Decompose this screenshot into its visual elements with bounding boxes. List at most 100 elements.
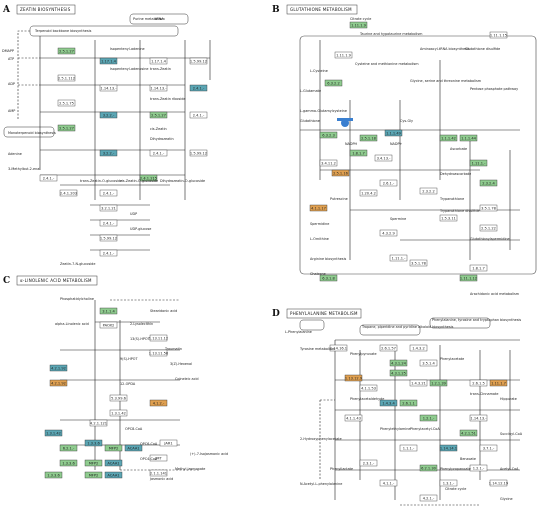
panel-title-c: α-LINOLENIC ACID METABOLISM: [20, 278, 92, 283]
enzyme-box-fill: [189, 57, 208, 65]
compound-label-a-17: Dihydrozeatin-O-glucoside: [160, 179, 205, 183]
enzyme-ec-label: 4.2.1.-: [423, 497, 435, 501]
enzyme-ec-label: 1.2.1.-: [473, 467, 485, 471]
enzyme-box-fill: [409, 379, 428, 387]
enzyme-box-c-9: 4.2.1.121: [89, 419, 108, 427]
enzyme-box-fill: [469, 379, 488, 387]
compound-label-b-15: Glutathionylspermidine: [470, 237, 510, 241]
enzyme-box-a-23: 2.4.1.215: [139, 174, 158, 182]
enzyme-box-b-10: 1.1.1.42: [439, 134, 458, 142]
compound-label-b-20: Cysteine and methionine metabolism: [355, 62, 419, 66]
compound-label-b-23: Glycine, serine and threonine metabolism: [410, 79, 482, 83]
d-tyrosine-pathway-box: [299, 319, 325, 331]
enzyme-box-c-3: 1.13.11.58: [149, 349, 169, 357]
enzyme-box-d-1: 2.6.1.57: [379, 344, 398, 352]
enzyme-ec-label: MFP2: [89, 474, 99, 478]
enzyme-ec-label: 1.14.16.1: [330, 347, 347, 351]
enzyme-box-b-15: 2.3.2.2: [419, 187, 438, 195]
enzyme-box-a-5: 2.5.1.27: [57, 124, 76, 132]
enzyme-box-fill: [374, 154, 393, 162]
compound-label-b-16: Chalcone: [310, 272, 326, 276]
enzyme-box-fill: [59, 189, 78, 197]
enzyme-box-fill: [479, 204, 498, 212]
compound-label-b-10: Spermine: [390, 217, 406, 221]
enzyme-box-d-23: 1.2.1.-: [469, 464, 488, 472]
enzyme-ec-label: 3.2.1.21: [101, 207, 116, 211]
enzyme-ec-label: 3.4.13.-: [377, 157, 392, 161]
compound-label-c-2: 2-Lysolecithin: [130, 322, 153, 326]
enzyme-box-fill: [99, 321, 118, 329]
compound-label-d-16: N-Acetyl-L-phenylalanine: [300, 482, 342, 486]
compound-label-b-25: Aminoacyl-tRNA biosynthesis: [420, 47, 470, 51]
enzyme-box-fill: [419, 414, 438, 422]
enzyme-ec-label: 4.2.1.92: [51, 367, 66, 371]
enzyme-box-fill: [104, 444, 123, 452]
enzyme-box-b-20: 4.1.1.17: [309, 204, 328, 212]
enzyme-ec-label: ACAA1: [107, 474, 119, 478]
enzyme-ec-label: 1.11.1.-: [392, 257, 407, 261]
enzyme-box-fill: [359, 384, 378, 392]
enzyme-box-fill: [84, 459, 103, 467]
enzyme-box-fill: [349, 21, 368, 29]
a-purine-pathway-box: [129, 13, 189, 25]
enzyme-box-fill: [389, 359, 408, 367]
a-monoterpenoid-pathway-box: [3, 126, 55, 138]
compound-label-c-10: Methyl jasmonate: [175, 467, 205, 471]
compound-label-a-6: tRNA: [155, 17, 164, 21]
compound-label-a-10: trans-Zeatin riboside: [150, 97, 185, 101]
enzyme-ec-label: 1.3.3.6: [87, 442, 100, 446]
enzyme-ec-label: ACAA1: [107, 462, 119, 466]
enzyme-ec-label: 1.14.14.1: [440, 447, 457, 451]
enzyme-ec-label: 1.8.1.7: [472, 267, 485, 271]
enzyme-box-d-14: 4.1.1.43: [344, 414, 363, 422]
compound-label-a-21: Monoterpenoid biosynthesis: [8, 131, 56, 135]
enzyme-box-fill: [49, 364, 68, 372]
enzyme-box-d-5: 3.5.1.4: [419, 359, 438, 367]
enzyme-ec-label: 2.3.1.-: [363, 462, 375, 466]
enzyme-box-a-1: 2.5.1.112: [57, 74, 76, 82]
compound-label-b-18: Dehydroascorbate: [440, 172, 471, 176]
enzyme-box-c-8: 4.1.2.-: [149, 399, 168, 407]
enzyme-box-fill: [459, 429, 478, 437]
enzyme-box-b-22: 2.5.1.22: [479, 224, 498, 232]
panel-b-connectors: [299, 35, 537, 275]
enzyme-box-d-26: 1.14.12.19: [489, 479, 509, 487]
enzyme-box-fill: [57, 99, 76, 107]
enzyme-ec-label: 1.14.13.-: [470, 417, 487, 421]
enzyme-box-c-14: ACAA1: [124, 444, 143, 452]
enzyme-box-fill: [99, 149, 118, 157]
enzyme-ec-label: 2.4.1.-: [103, 252, 115, 256]
enzyme-ec-label: 6.3.2.2: [327, 82, 340, 86]
enzyme-box-fill: [149, 454, 168, 462]
enzyme-box-fill: [44, 471, 63, 479]
enzyme-ec-label: 1.11.1.9: [351, 24, 367, 28]
enzyme-box-b-11: 1.1.1.44: [459, 134, 478, 142]
enzyme-box-b-8: 3.4.13.-: [374, 154, 393, 162]
compound-label-b-13: L-Ornithine: [310, 237, 329, 241]
enzyme-box-a-16: 2.4.1.-: [39, 174, 58, 182]
enzyme-box-fill: [469, 159, 488, 167]
compound-label-d-19: Phenylalanine, tyrosine and tryptophan b…: [432, 318, 521, 322]
enzyme-box-c-21: 2.1.1.141: [149, 469, 168, 477]
enzyme-box-fill: [324, 79, 343, 87]
enzyme-box-fill: [159, 439, 178, 447]
enzyme-box-fill: [59, 459, 78, 467]
enzyme-box-a-9: 2.5.1.27: [149, 111, 168, 119]
compound-label-d-4: Phenylethylamine: [380, 427, 410, 431]
compound-label-d-8: Tyrosine metabolism: [299, 347, 336, 351]
enzyme-box-d-2: 1.4.3.2: [409, 344, 428, 352]
panel-title-d: PHENYLALANINE METABOLISM: [290, 311, 358, 316]
enzyme-box-fill: [344, 374, 363, 382]
enzyme-ec-label: 2.6.1.-: [383, 182, 395, 186]
enzyme-box-d-21: 2.3.1.-: [359, 459, 378, 467]
enzyme-ec-label: 2.4.1.-: [103, 192, 115, 196]
enzyme-ec-label: 1.8.1.7: [352, 152, 365, 156]
enzyme-ec-label: 2.6.1.57: [381, 347, 396, 351]
compound-label-c-9: Jasmonic acid: [149, 477, 173, 481]
enzyme-ec-label: JAR1: [163, 442, 172, 446]
compound-label-c-3: 13(S)-HPOT: [130, 337, 151, 341]
compound-label-a-2: DMAPP: [2, 49, 14, 53]
enzyme-ec-label: 2.1.1.141: [150, 472, 167, 476]
enzyme-box-d-20: 3.7.1.-: [479, 444, 498, 452]
enzyme-ec-label: 1.5.99.12: [190, 60, 207, 64]
